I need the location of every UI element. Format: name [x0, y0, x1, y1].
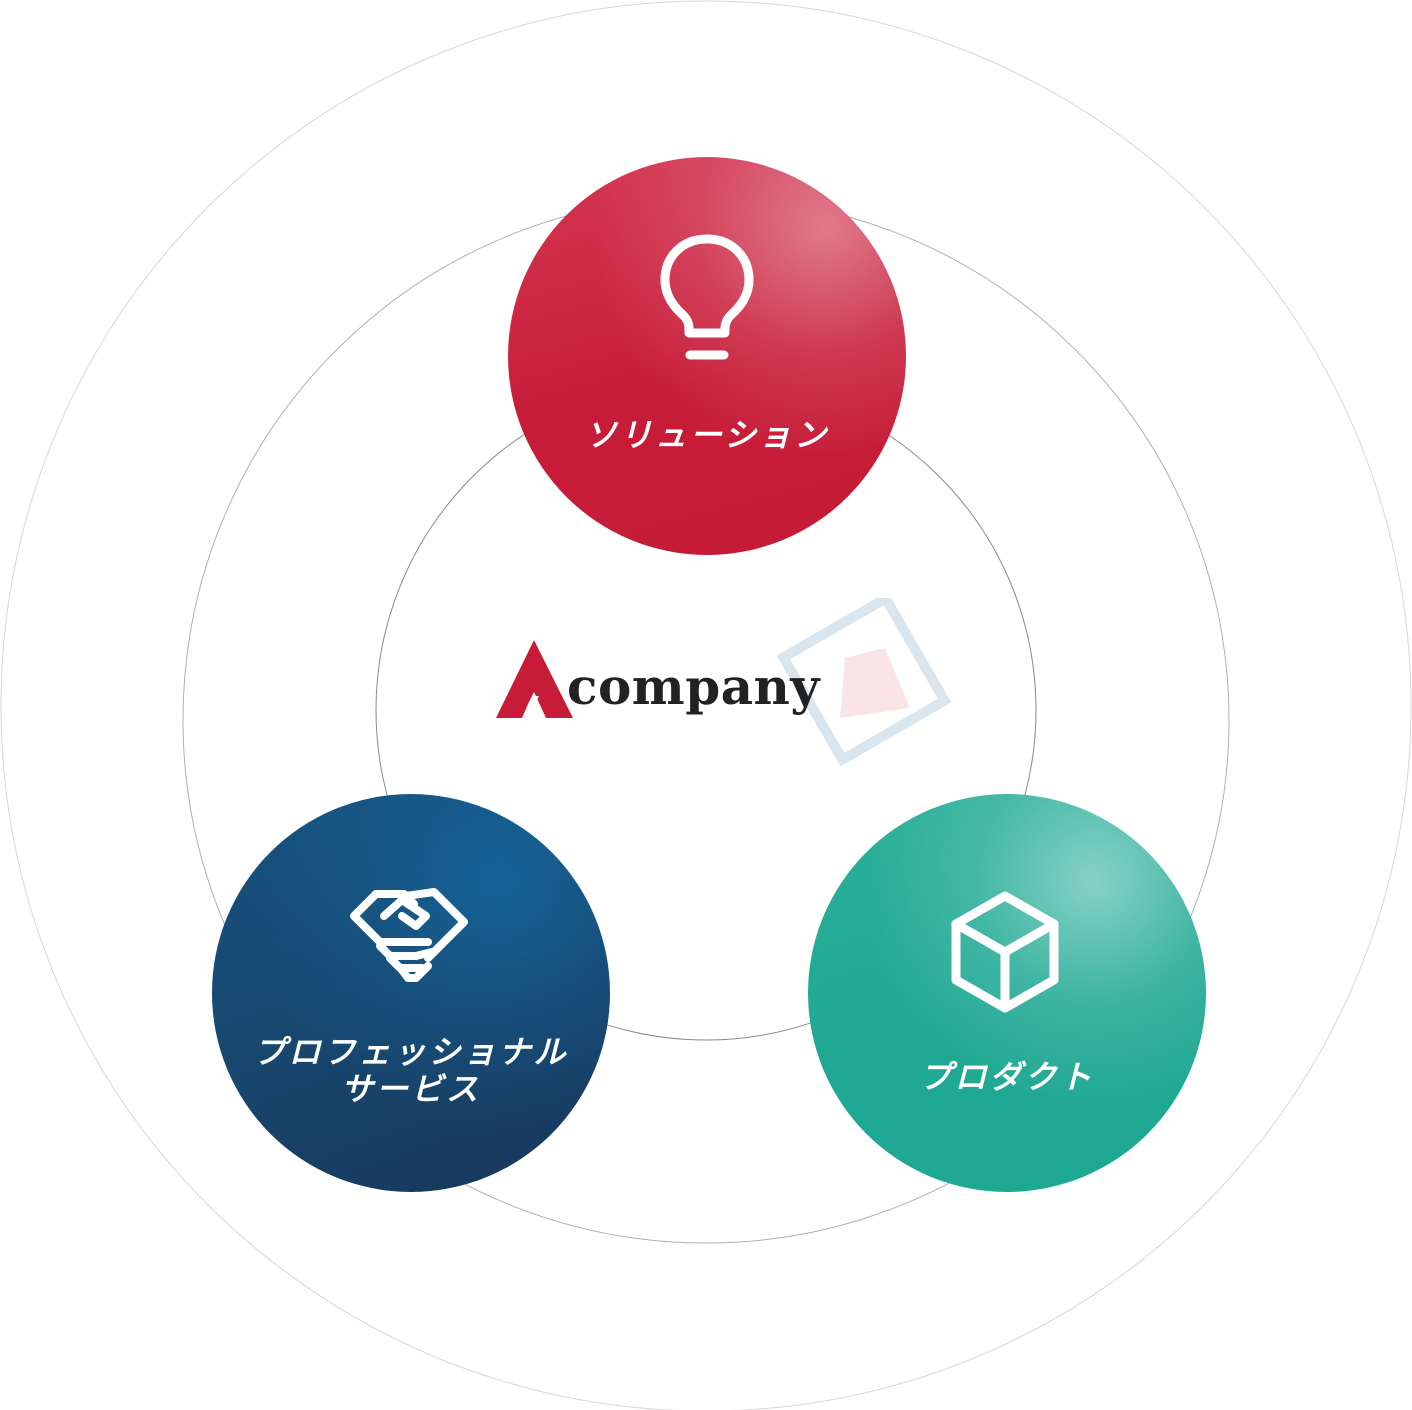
solution-circle[interactable]: ソリューション	[508, 157, 906, 555]
logo-wordmark: company	[567, 657, 820, 716]
logo-triangle	[496, 640, 573, 718]
solution-label: ソリューション	[584, 416, 830, 454]
product-label: プロダクト	[919, 1058, 1095, 1096]
box-icon	[951, 891, 1059, 1013]
professional-service-circle[interactable]: プロフェッショナル サービス	[212, 794, 610, 1192]
professional-service-label: プロフェッショナル サービス	[212, 1034, 610, 1108]
logo-watermark	[776, 598, 952, 767]
company-logo: company	[490, 598, 960, 778]
logo-mark	[496, 598, 952, 767]
lightbulb-icon	[660, 234, 754, 360]
product-circle[interactable]: プロダクト	[808, 794, 1206, 1192]
professional-service-label-line1: プロフェッショナル	[253, 1033, 569, 1071]
professional-service-label-line2: サービス	[340, 1069, 481, 1108]
handshake-icon	[350, 888, 468, 982]
